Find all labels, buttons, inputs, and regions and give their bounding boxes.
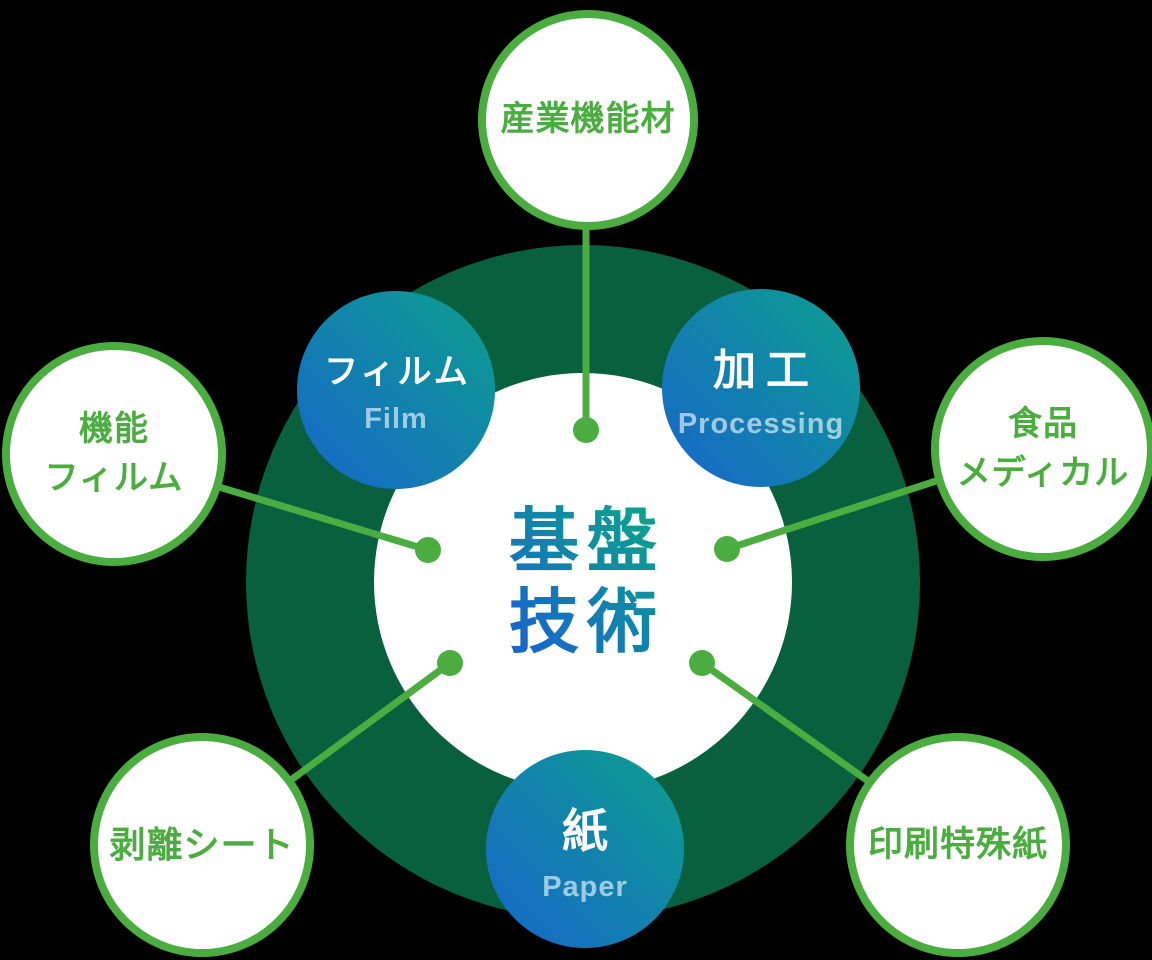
- node-release-sheet-label: 剥離シート: [109, 823, 295, 865]
- node-processing-label: 加工: [713, 346, 819, 395]
- node-film: フィルム Film: [297, 291, 495, 489]
- node-industrial-functional-materials-label: 産業機能材: [500, 100, 676, 139]
- node-food-medical: 食品 メディカル: [931, 337, 1152, 561]
- core-title: 基盤 技術: [501, 501, 665, 663]
- node-printing-specialty-paper-label: 印刷特殊紙: [867, 824, 1048, 864]
- node-paper: 紙 Paper: [486, 750, 684, 948]
- node-food-medical-label-line1: 食品: [1008, 404, 1078, 443]
- node-functional-film: 機能 フィルム: [2, 342, 226, 566]
- node-printing-specialty-paper: 印刷特殊紙: [846, 733, 1070, 957]
- core-title-line1: 基盤: [509, 501, 665, 580]
- node-functional-film-label-line1: 機能: [79, 409, 149, 448]
- node-paper-label: 紙: [562, 804, 611, 857]
- node-industrial-functional-materials: 産業機能材: [478, 10, 698, 230]
- node-film-label: フィルム: [324, 353, 471, 391]
- core-title-line2: 技術: [509, 583, 665, 661]
- node-functional-film-label-line2: フィルム: [44, 459, 184, 497]
- node-processing: 加工 Processing: [662, 289, 860, 487]
- node-food-medical-label-line2: メディカル: [956, 454, 1130, 492]
- node-release-sheet: 剥離シート: [90, 733, 314, 957]
- node-paper-sublabel: Paper: [542, 870, 628, 903]
- node-film-sublabel: Film: [364, 403, 428, 435]
- node-processing-sublabel: Processing: [677, 407, 845, 440]
